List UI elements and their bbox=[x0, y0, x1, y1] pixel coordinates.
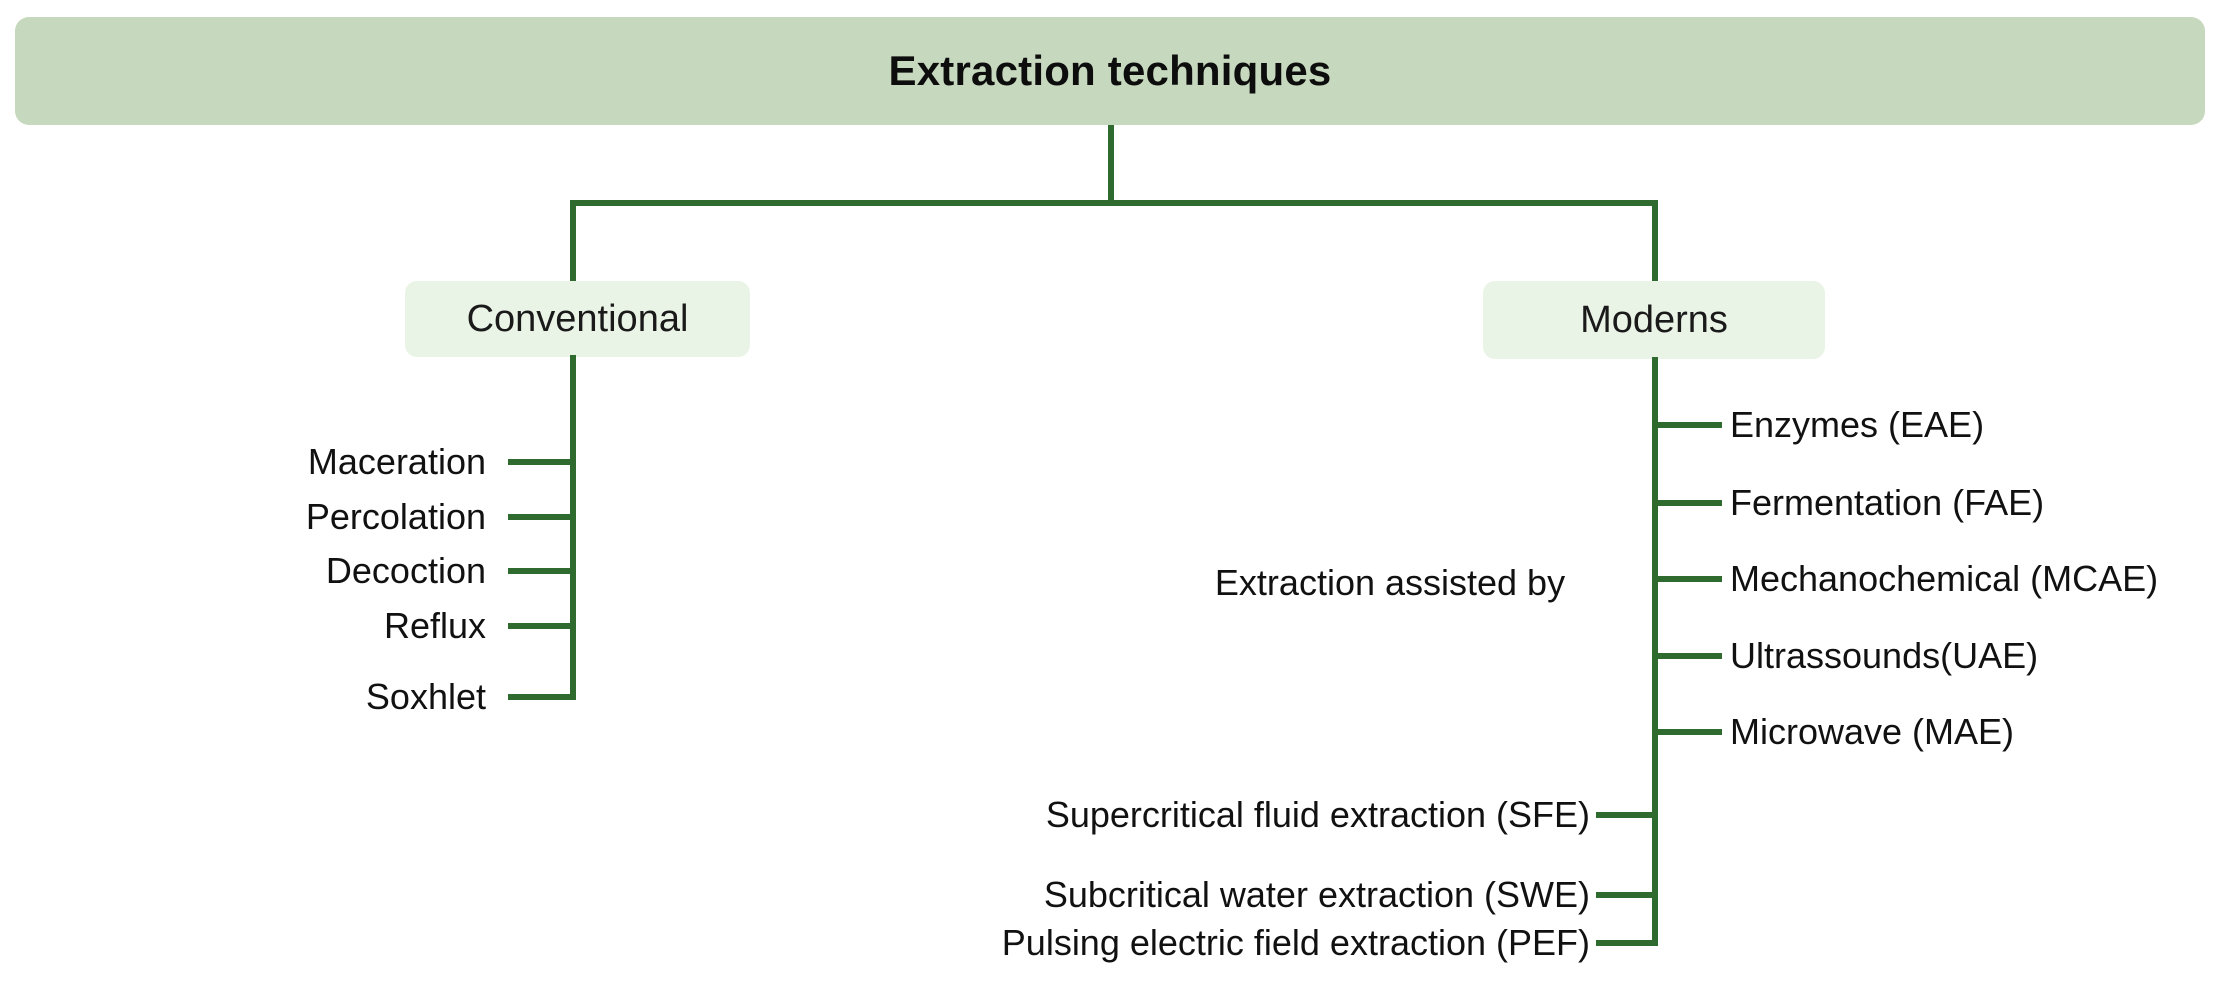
diagram-title-bar: Extraction techniques bbox=[15, 17, 2205, 125]
node-conventional[interactable]: Conventional bbox=[405, 281, 750, 357]
connector-tick-pef bbox=[1596, 940, 1658, 946]
connector-tick-enzymes bbox=[1658, 422, 1722, 428]
connector-tick-decoction bbox=[508, 568, 572, 574]
leaf-decoction[interactable]: Decoction bbox=[325, 550, 486, 591]
connector-tick-swe bbox=[1596, 892, 1658, 898]
connector-tick-mechanochemical bbox=[1658, 576, 1722, 582]
node-moderns[interactable]: Moderns bbox=[1483, 281, 1825, 359]
connector-tick-maceration bbox=[508, 459, 572, 465]
connector-conventional-stem bbox=[570, 355, 576, 700]
connector-tick-sfe bbox=[1596, 812, 1658, 818]
node-conventional-label: Conventional bbox=[466, 297, 689, 340]
connector-tick-fermentation bbox=[1658, 500, 1722, 506]
label-extraction-assisted-by: Extraction assisted by bbox=[1214, 562, 1566, 603]
leaf-mechanochemical-mcae[interactable]: Mechanochemical (MCAE) bbox=[1730, 558, 2159, 599]
node-moderns-label: Moderns bbox=[1580, 298, 1728, 341]
page-title: Extraction techniques bbox=[888, 47, 1332, 94]
connector-tick-reflux bbox=[508, 623, 572, 629]
connector-conventional-drop bbox=[570, 200, 576, 286]
connector-moderns-stem bbox=[1652, 357, 1658, 946]
connector-tick-microwave bbox=[1658, 729, 1722, 735]
connector-root-drop bbox=[1108, 125, 1114, 205]
connector-tick-soxhlet bbox=[508, 694, 572, 700]
connector-tick-percolation bbox=[508, 514, 572, 520]
leaf-subcritical-water-extraction-swe[interactable]: Subcritical water extraction (SWE) bbox=[1043, 874, 1590, 915]
leaf-fermentation-fae[interactable]: Fermentation (FAE) bbox=[1730, 482, 2045, 523]
leaf-pulsing-electric-field-extraction-pef[interactable]: Pulsing electric field extraction (PEF) bbox=[1001, 922, 1590, 963]
leaf-soxhlet[interactable]: Soxhlet bbox=[365, 676, 486, 717]
connector-split-bar bbox=[570, 200, 1658, 206]
leaf-percolation[interactable]: Percolation bbox=[305, 496, 486, 537]
leaf-supercritical-fluid-extraction-sfe[interactable]: Supercritical fluid extraction (SFE) bbox=[1045, 794, 1590, 835]
connector-moderns-drop bbox=[1652, 200, 1658, 286]
leaf-maceration[interactable]: Maceration bbox=[307, 441, 486, 482]
connector-tick-ultrassounds bbox=[1658, 653, 1722, 659]
leaf-reflux[interactable]: Reflux bbox=[383, 605, 486, 646]
leaf-ultrassounds-uae[interactable]: Ultrassounds(UAE) bbox=[1730, 635, 2039, 676]
leaf-microwave-mae[interactable]: Microwave (MAE) bbox=[1730, 711, 2015, 752]
leaf-enzymes-eae[interactable]: Enzymes (EAE) bbox=[1730, 404, 1985, 445]
